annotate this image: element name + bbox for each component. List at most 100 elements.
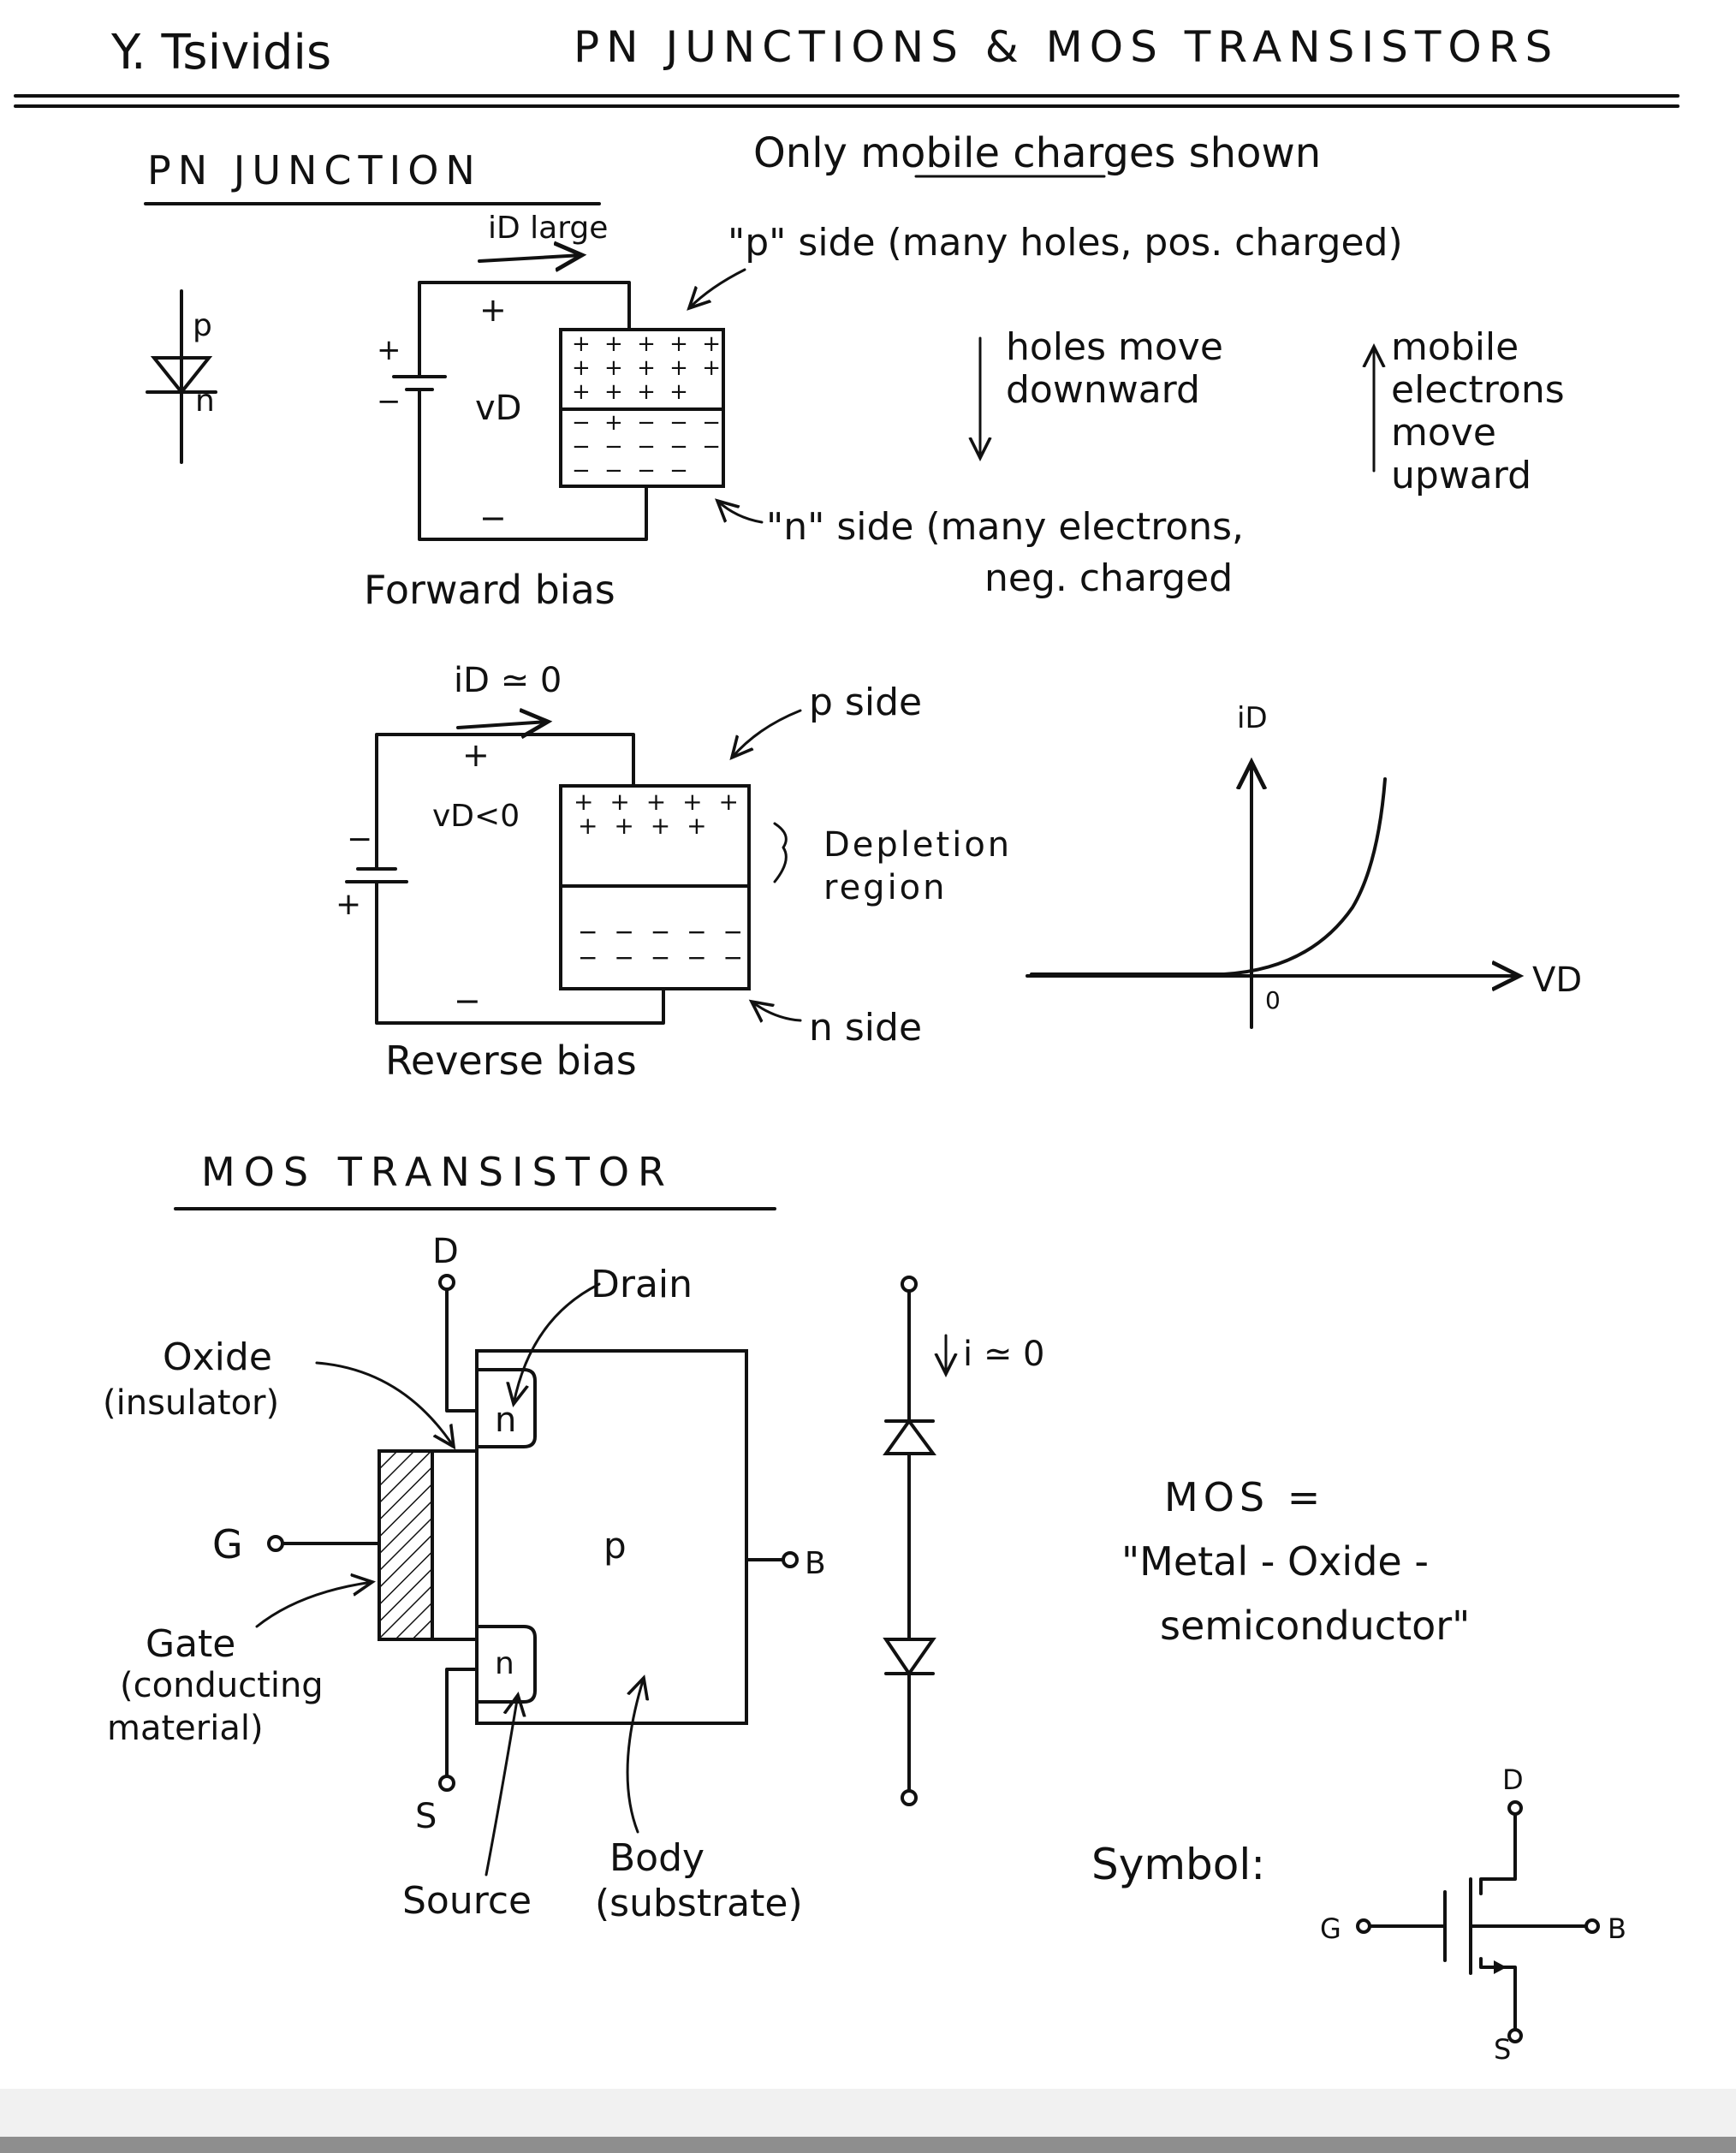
- diode-symbol: p n: [146, 289, 217, 464]
- pn-heading: PN JUNCTION: [147, 147, 482, 193]
- forward-bias-caption: Forward bias: [364, 567, 615, 613]
- iv-origin-label: 0: [1265, 986, 1281, 1014]
- mos-definition-1: MOS =: [1164, 1474, 1325, 1520]
- reverse-vd-minus: −: [454, 982, 481, 1020]
- reverse-p-pointer: [732, 709, 802, 758]
- viewer-scrollbar-track: [0, 2137, 1736, 2153]
- holes-note-2: downward: [1006, 368, 1200, 412]
- oxide-layer: [431, 1449, 479, 1641]
- reverse-bias-caption: Reverse bias: [385, 1038, 637, 1084]
- holes-note-1: holes move: [1006, 325, 1223, 369]
- drain-n-label: n: [495, 1401, 516, 1440]
- svg-text:− − − − −: − − − − −: [578, 943, 747, 972]
- oxide-label-1: Oxide: [163, 1335, 272, 1379]
- symbol-b-terminal: [1584, 1918, 1600, 1934]
- symbol-d-terminal: [1507, 1800, 1523, 1816]
- p-side-note: "p" side (many holes, pos. charged): [728, 221, 1403, 265]
- svg-text:+ + + + +: + + + + +: [572, 331, 724, 357]
- electrons-note-3: move: [1391, 411, 1496, 455]
- mos-b-label: B: [805, 1546, 826, 1581]
- mos-d-label: D: [432, 1232, 459, 1271]
- diode-p-label: p: [193, 308, 212, 343]
- mos-cross-section: n n p D S G B: [212, 1232, 826, 1836]
- body-label-1: Body: [609, 1836, 705, 1880]
- symbol-d-label: D: [1502, 1763, 1524, 1796]
- reverse-vd-label: vD<0: [432, 799, 520, 834]
- drain-label: Drain: [591, 1263, 693, 1306]
- depletion-label-2: region: [823, 868, 948, 907]
- symbol-arrow: [1494, 1960, 1507, 1974]
- reverse-p-side: p side: [809, 681, 922, 724]
- symbol-g-label: G: [1320, 1912, 1341, 1945]
- body-pointer: [626, 1678, 644, 1834]
- symbol-s-terminal: [1507, 2028, 1523, 2043]
- electrons-note-2: electrons: [1391, 368, 1565, 412]
- n-side-pointer: [717, 501, 764, 524]
- drain-terminal: [438, 1274, 455, 1291]
- symbol-g-terminal: [1356, 1918, 1371, 1934]
- forward-current-arrow: [478, 255, 582, 261]
- symbol-s-label: S: [1494, 2033, 1511, 2066]
- iv-curve: [1030, 777, 1387, 976]
- n-side-note-2: neg. charged: [984, 556, 1233, 600]
- iv-plot: iD VD 0: [1026, 701, 1582, 1029]
- depletion-brace: [773, 822, 788, 883]
- mos-g-label: G: [212, 1521, 243, 1567]
- forward-vd-minus: −: [479, 499, 507, 537]
- source-n-label: n: [495, 1646, 514, 1681]
- drain-n-region: [475, 1368, 537, 1448]
- battery-plus: +: [377, 333, 401, 367]
- mosfet-symbol: D G B S: [1320, 1763, 1626, 2066]
- notes-sheet: Y. Tsividis PN JUNCTIONS & MOS TRANSISTO…: [14, 22, 1680, 2066]
- diode-model-bottom-terminal: [901, 1789, 918, 1806]
- author-name: Y. Tsividis: [110, 25, 331, 80]
- svg-text:− − − −: − − − −: [572, 458, 692, 484]
- reverse-bias-circuit: − + + + + + + + + + + − − − − − − − − − …: [336, 661, 751, 1025]
- oxide-pointer: [315, 1361, 454, 1447]
- symbol-b-label: B: [1608, 1912, 1626, 1945]
- mos-definition-3: semiconductor": [1160, 1603, 1470, 1649]
- mos-heading: MOS TRANSISTOR: [201, 1149, 674, 1195]
- reverse-n-pointer: [752, 1002, 802, 1020]
- gate-electrode: [378, 1449, 434, 1641]
- oxide-label-2: (insulator): [103, 1383, 279, 1423]
- n-side-note-1: "n" side (many electrons,: [766, 505, 1244, 549]
- rev-battery-plus: +: [336, 887, 361, 922]
- svg-text:+ + + + +: + + + + +: [574, 788, 743, 816]
- forward-vd-label: vD: [475, 389, 521, 428]
- gate-terminal: [267, 1535, 284, 1552]
- symbol-label: Symbol:: [1091, 1840, 1265, 1889]
- source-terminal: [438, 1775, 455, 1792]
- iv-y-label: iD: [1237, 701, 1268, 735]
- diode-model: i ≃ 0: [883, 1276, 1045, 1806]
- reverse-n-side: n side: [809, 1006, 922, 1050]
- p-region-label: p: [603, 1525, 627, 1567]
- svg-text:− + − − −: − + − − −: [572, 410, 724, 436]
- forward-bias-circuit: + − + + + + + + + + + + + + + + − + − − …: [377, 211, 725, 541]
- body-label-2: (substrate): [595, 1882, 803, 1925]
- reverse-current-arrow: [456, 722, 548, 728]
- gate-pointer: [255, 1582, 372, 1628]
- depletion-label-1: Depletion: [823, 825, 1012, 865]
- gate-label-3: material): [107, 1709, 264, 1748]
- reverse-id-label: iD ≃ 0: [454, 661, 562, 700]
- gate-label-2: (conducting: [120, 1666, 324, 1705]
- svg-text:+ + + + +: + + + + +: [572, 355, 724, 381]
- page-title: PN JUNCTIONS & MOS TRANSISTORS: [574, 22, 1559, 72]
- mos-s-label: S: [415, 1797, 437, 1836]
- source-n-region: [475, 1625, 537, 1704]
- drain-pointer: [514, 1282, 601, 1404]
- gate-label-1: Gate: [146, 1622, 235, 1666]
- battery-minus: −: [377, 384, 401, 419]
- svg-text:+ + + +: + + + +: [572, 379, 692, 405]
- rev-battery-minus: −: [347, 822, 372, 857]
- electrons-note-4: upward: [1391, 454, 1531, 497]
- svg-text:+ + + +: + + + +: [578, 812, 711, 840]
- upper-diode: [883, 1418, 936, 1455]
- p-side-pointer: [689, 268, 746, 308]
- svg-text:− − − − −: − − − − −: [578, 918, 747, 946]
- electrons-note-1: mobile: [1391, 325, 1519, 369]
- source-label: Source: [402, 1879, 532, 1923]
- body-terminal: [782, 1551, 799, 1568]
- diode-current-label: i ≃ 0: [963, 1335, 1045, 1374]
